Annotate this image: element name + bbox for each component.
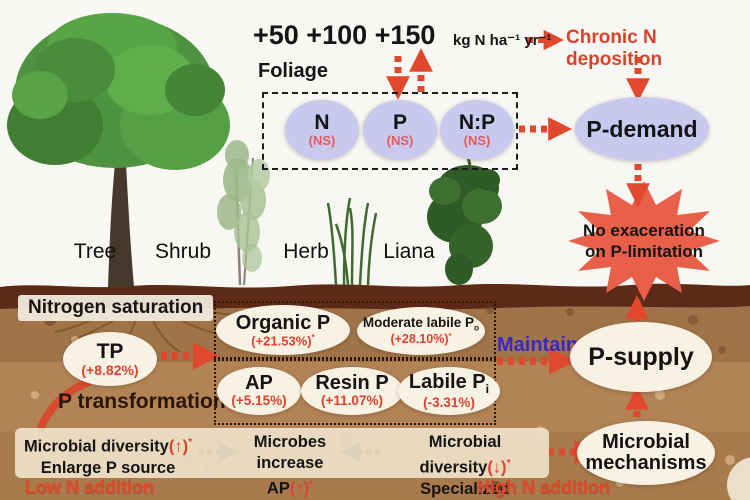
p-transformation-arrow [36, 378, 92, 434]
resin-p-name: Resin P [315, 372, 389, 395]
moderate-labile-p-name: Moderate labile P [362, 314, 474, 330]
low-n-addition-label: Low N addition [25, 477, 154, 497]
foliage-n-name: N [314, 111, 330, 135]
mechanisms-line2: mechanisms [585, 452, 707, 474]
microbial-right-line1: Microbial diversity [419, 433, 502, 477]
maintain-label: Maintain [497, 334, 579, 356]
foliage-np-ellipse: N:P (NS) [440, 100, 514, 160]
moderate-labile-p-sub: o [473, 322, 480, 333]
p-supply-label: P-supply [588, 342, 694, 371]
liana-label: Liana [383, 240, 435, 263]
tp-ellipse: TP (+8.82%) [63, 332, 157, 386]
liana-illustration [427, 142, 502, 285]
herb-label: Herb [283, 240, 329, 263]
resin-p-ellipse: Resin P (+11.07%) [301, 367, 403, 415]
microbes-increase-ap-block: Microbes increase AP(↑)* [234, 432, 346, 500]
shrub-label: Shrub [154, 240, 212, 263]
organic-p-ellipse: Organic P (+21.53%)* [216, 305, 350, 355]
left-star: * [188, 437, 193, 448]
foliage-n-ellipse: N (NS) [285, 100, 359, 160]
labile-p-name: Labile P [408, 370, 486, 393]
microbial-diversity-up-block: Microbial diversity(↑)* Enlarge P source [22, 432, 194, 479]
microbial-mechanisms-ellipse: Microbial mechanisms [577, 421, 715, 485]
no-exacerbation-label: No exaceration on P-limitation [568, 220, 720, 262]
foliage-p-name: P [392, 111, 407, 135]
n-dose-values: +50 +100 +150 [253, 20, 436, 50]
nitrogen-saturation-label: Nitrogen saturation [18, 295, 214, 321]
n-dose-unit: kg N ha⁻¹ yr⁻¹ [453, 32, 552, 49]
organic-p-value: (+21.53%) [251, 332, 312, 348]
mid-up-arrow-mark: (↑) [289, 479, 310, 498]
resin-p-value: (+11.07%) [321, 393, 383, 409]
organic-p-name: Organic P [235, 311, 331, 334]
organic-pool-box [214, 301, 496, 361]
high-n-addition-label: High N addition [477, 477, 610, 497]
foliage-label: Foliage [258, 60, 329, 82]
microbial-diversity-down-block: Microbial diversity(↓)* Specialized micr… [384, 432, 546, 500]
p-demand-label: P-demand [586, 115, 698, 142]
microbial-mid-line1: Microbes [253, 433, 327, 451]
foliage-n-status: (NS) [308, 133, 336, 149]
tp-name: TP [96, 339, 124, 363]
organic-p-star: * [311, 332, 315, 342]
ap-name: AP [245, 372, 273, 395]
p-transformation-label: P transformation [58, 390, 226, 413]
mid-star: * [309, 479, 314, 490]
up-arrow-mark: (↑) [168, 437, 189, 456]
labile-p-ellipse: Labile Pi (-3.31%) [398, 367, 500, 415]
herb-illustration [326, 197, 378, 286]
foliage-p-ellipse: P (NS) [363, 100, 437, 160]
tree-label: Tree [73, 240, 117, 263]
ap-value: (+5.15%) [231, 393, 287, 409]
labile-p-sub: i [485, 381, 490, 396]
down-arrow-mark: (↓) [487, 458, 507, 477]
microbial-left-line1: Microbial diversity [23, 437, 169, 456]
chronic-n-deposition-label: Chronic N deposition [566, 27, 663, 70]
mechanisms-line1: Microbial [602, 431, 690, 453]
starburst-shape [568, 181, 720, 301]
tree-illustration [7, 13, 230, 287]
labile-p-value: (-3.31%) [423, 394, 475, 410]
tp-value: (+8.82%) [81, 361, 139, 378]
burst-line2: on P-limitation [584, 242, 704, 261]
moderate-labile-p-value: (+28.10%) [390, 332, 449, 347]
moderate-labile-p-star: * [448, 331, 452, 341]
microbial-right-line2: Specialized microbes [420, 479, 510, 498]
moderate-labile-p-ellipse: Moderate labile Po (+28.10%)* [357, 307, 485, 355]
microbial-band [15, 428, 549, 478]
foliage-p-status: (NS) [386, 133, 414, 149]
p-demand-ellipse: P-demand [575, 97, 709, 161]
foliage-np-name: N:P [458, 111, 496, 135]
p-supply-ellipse: P-supply [570, 322, 712, 392]
ap-ellipse: AP (+5.15%) [217, 367, 301, 415]
shrub-illustration [217, 140, 270, 286]
microbial-mid-line2: increase AP [256, 454, 324, 498]
foliage-np-status: (NS) [463, 133, 491, 149]
right-star: * [506, 458, 511, 469]
microbial-left-line2: Enlarge P source [40, 458, 176, 477]
burst-line1: No exaceration [583, 221, 705, 240]
